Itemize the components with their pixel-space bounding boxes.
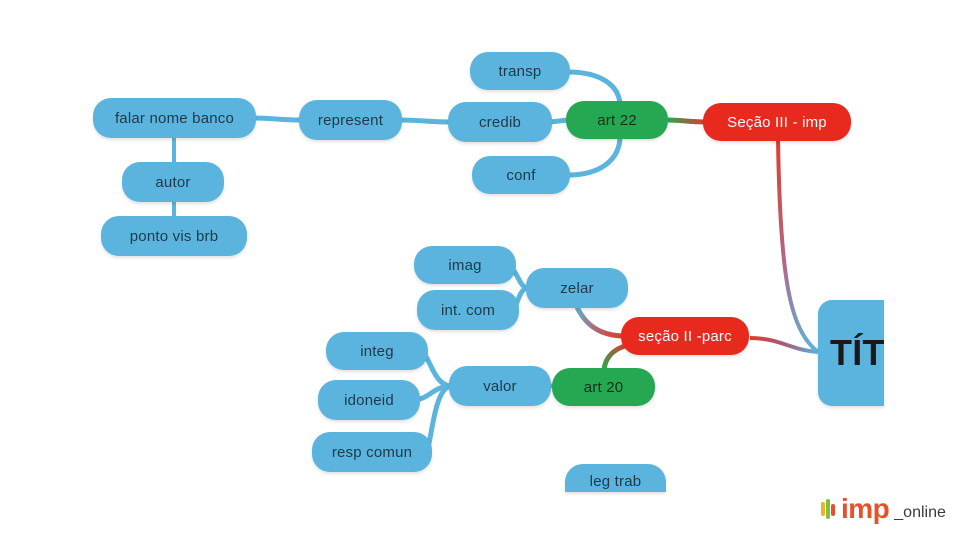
edge-secao3-art22: [667, 117, 706, 125]
edge-root-secao2: [749, 336, 819, 354]
node-leg-trab[interactable]: leg trab: [565, 464, 666, 492]
edge-art22-conf: [567, 135, 623, 178]
node-root-title[interactable]: TÍT: [818, 300, 884, 406]
node-falar-nome-banco[interactable]: falar nome banco: [93, 98, 256, 138]
edge-art22-transp: [567, 69, 623, 107]
node-int-com[interactable]: int. com: [417, 290, 519, 330]
edge-represent-falar: [254, 115, 303, 123]
node-valor[interactable]: valor: [449, 366, 551, 406]
node-conf[interactable]: conf: [472, 156, 570, 194]
node-autor[interactable]: autor: [122, 162, 224, 202]
edge-secao2-zelar: [573, 303, 626, 339]
node-transp[interactable]: transp: [470, 52, 570, 90]
edge-credib-represent: [399, 117, 451, 125]
logo-suffix-text: _online: [894, 504, 946, 521]
node-ponto-vis-brb[interactable]: ponto vis brb: [101, 216, 247, 256]
edge-art22-credib: [549, 117, 569, 125]
edge-root-secao3: [776, 137, 820, 354]
node-zelar[interactable]: zelar: [526, 268, 628, 308]
imp-online-logo: imp _online: [820, 492, 946, 526]
node-secao3[interactable]: Seção III - imp: [703, 103, 851, 141]
node-resp-comun[interactable]: resp comun: [312, 432, 432, 472]
node-represent[interactable]: represent: [299, 100, 402, 140]
node-art20[interactable]: art 20: [552, 368, 655, 406]
figures-icon: [821, 499, 835, 519]
logo-brand-text: imp: [841, 493, 890, 524]
node-imag[interactable]: imag: [414, 246, 516, 284]
node-idoneid[interactable]: idoneid: [318, 380, 420, 420]
node-secao2[interactable]: seção II -parc: [621, 317, 749, 355]
node-credib[interactable]: credib: [448, 102, 552, 142]
node-integ[interactable]: integ: [326, 332, 428, 370]
node-art22[interactable]: art 22: [566, 101, 668, 139]
